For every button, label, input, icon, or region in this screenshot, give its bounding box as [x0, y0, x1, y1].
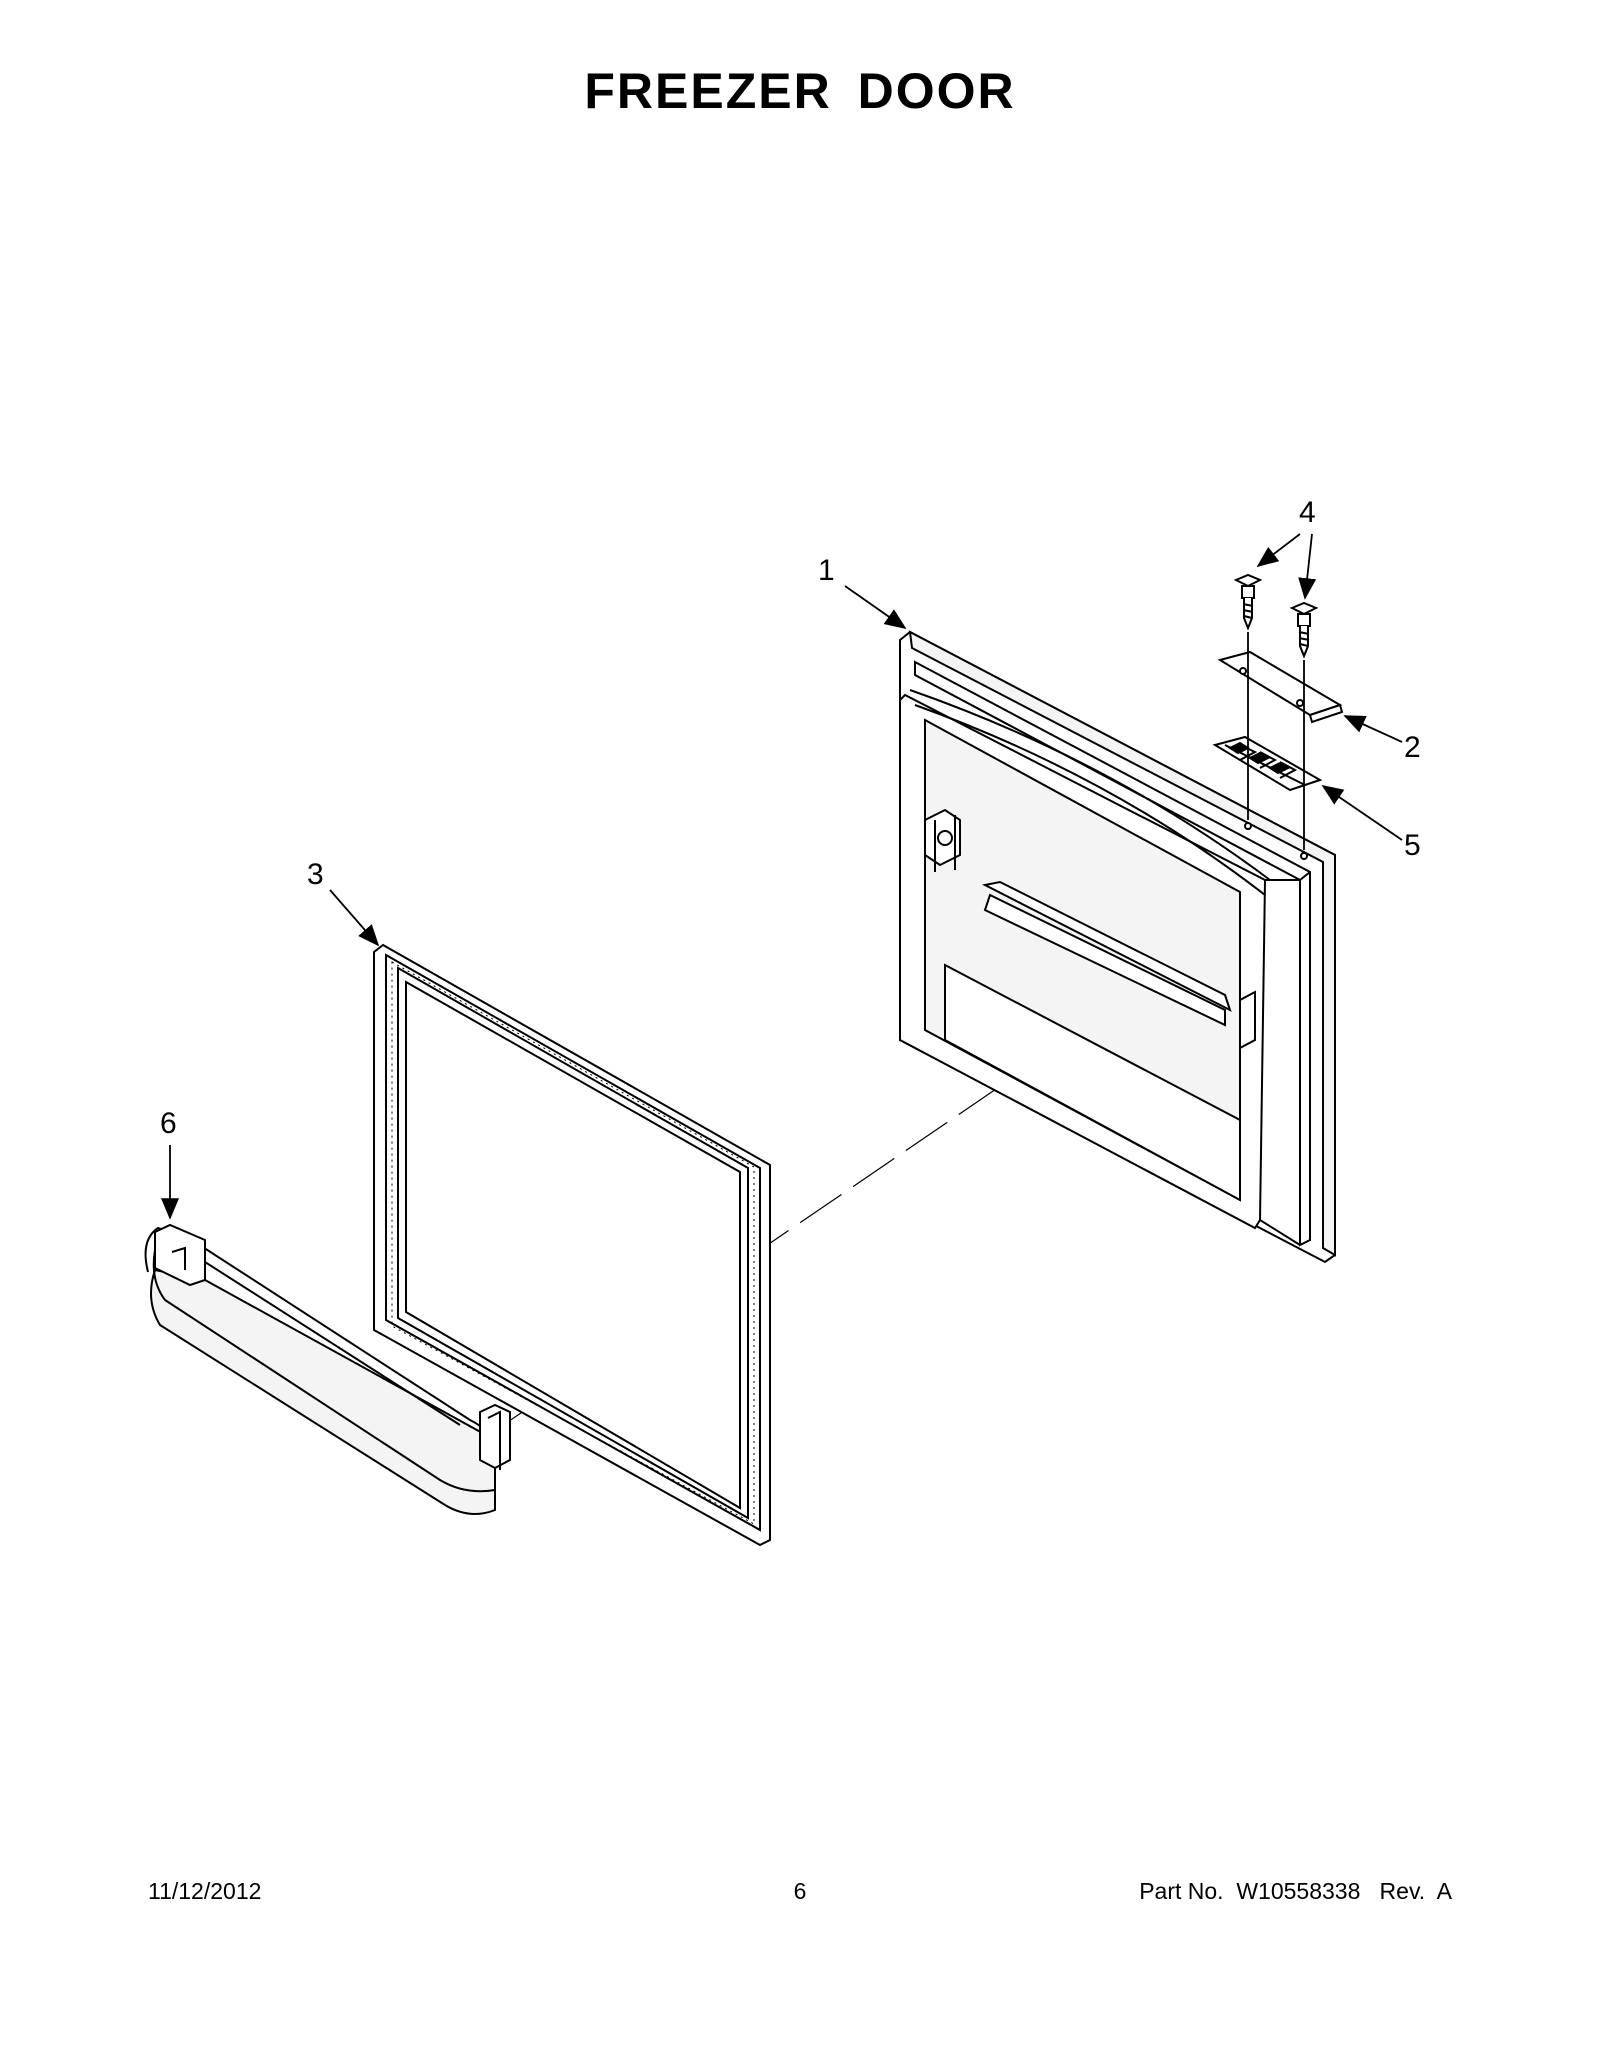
footer-date: 11/12/2012: [148, 1878, 262, 1904]
leader-4a: [1256, 533, 1301, 568]
part-4-screws: [1233, 573, 1319, 860]
part-6-door-bin: [144, 1223, 511, 1515]
callout-6: 6: [160, 1107, 177, 1140]
leader-2: [1343, 715, 1403, 743]
callout-4: 4: [1299, 496, 1316, 529]
leader-5: [1321, 784, 1403, 841]
callout-1: 1: [818, 554, 835, 587]
leader-lines: [161, 533, 1403, 1220]
callout-3: 3: [307, 858, 324, 891]
footer-part-number: Part No. W10558338 Rev. A: [1139, 1878, 1452, 1904]
part-5-vent-grille: [1212, 735, 1323, 792]
part-1-freezer-door: [899, 630, 1336, 1264]
part-2-cover-plate: [1217, 650, 1344, 724]
callout-2: 2: [1404, 731, 1421, 764]
callout-5: 5: [1404, 829, 1421, 862]
leader-4b: [1298, 533, 1317, 600]
footer-page-number: 6: [793, 1878, 807, 1904]
leader-3: [329, 889, 380, 947]
leader-1: [844, 585, 907, 630]
page-title: FREEZER DOOR: [584, 63, 1016, 119]
part-3-door-gasket: [373, 943, 771, 1547]
